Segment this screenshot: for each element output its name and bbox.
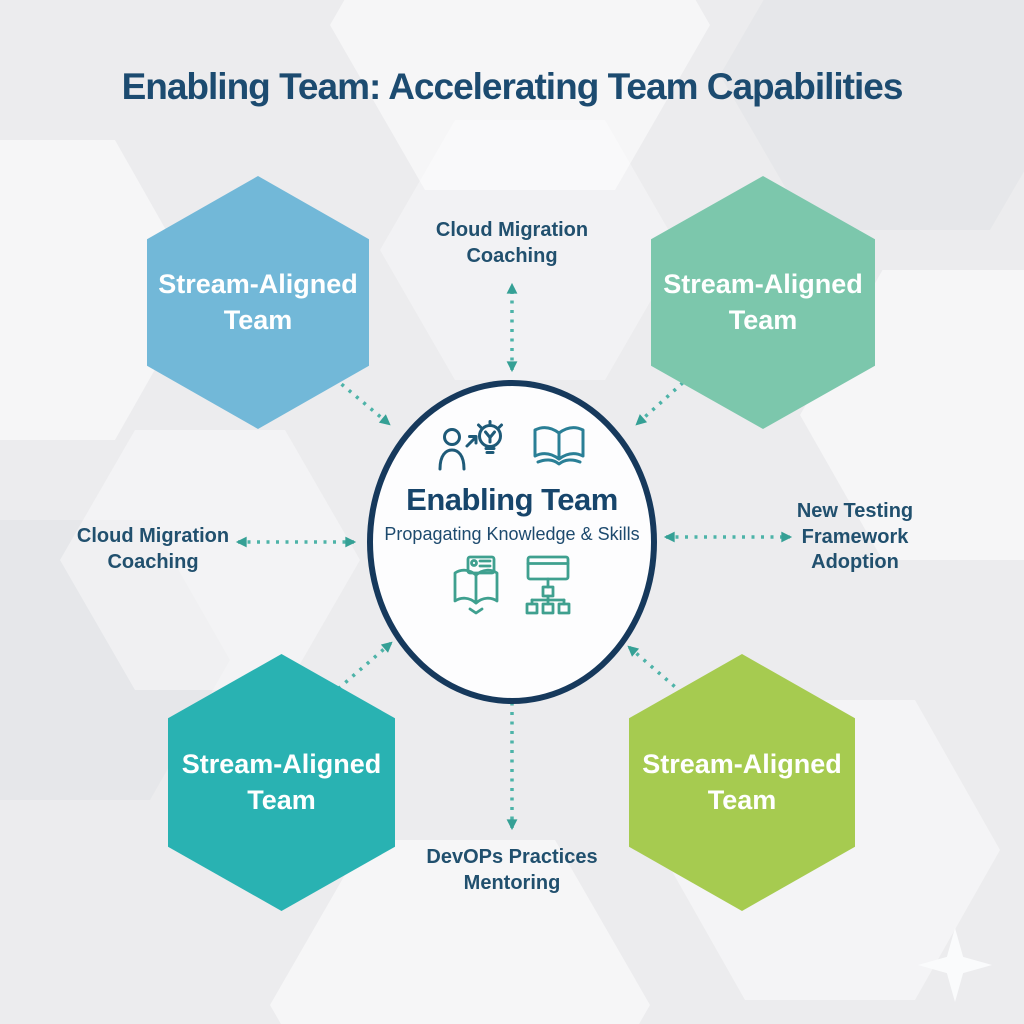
arrow-bottom-left-diagonal: [329, 641, 393, 697]
org-chart-icon: [525, 555, 571, 615]
training-manual-icon: [453, 555, 499, 615]
arrow-top-left-diagonal: [325, 370, 391, 426]
circle-heading: Enabling Team: [406, 482, 618, 517]
hexagon-label: Stream-Aligned Team: [158, 268, 358, 335]
circle-bottom-icons: [448, 555, 576, 615]
hexagon-label: Stream-Aligned Team: [181, 748, 382, 815]
open-book-icon: [533, 426, 585, 466]
hexagon-label: Stream-Aligned Team: [642, 748, 842, 815]
person-idea-icon: [438, 420, 503, 471]
hexagon-label: Stream-Aligned Team: [663, 268, 863, 335]
connector-label-left: Cloud Migration Coaching: [76, 525, 230, 573]
connector-label-bottom: DevOPs Practices Mentoring: [426, 846, 598, 894]
diagram-title: Enabling Team: Accelerating Team Capabil…: [121, 66, 904, 107]
enabling-team-circle: Enabling Team Propagating Knowledge & Sk…: [367, 380, 657, 704]
connector-label-right: New Testing Framework Adoption: [796, 500, 914, 574]
arrow-top-right-diagonal: [635, 368, 699, 426]
connector-label-top: Cloud Migration Coaching: [435, 219, 589, 267]
arrow-bottom-right-diagonal: [627, 645, 691, 701]
circle-subheading: Propagating Knowledge & Skills: [384, 524, 640, 544]
circle-top-icons: [438, 420, 586, 472]
